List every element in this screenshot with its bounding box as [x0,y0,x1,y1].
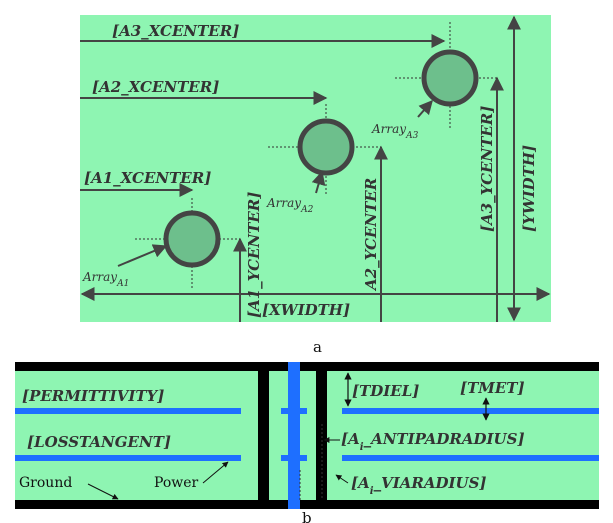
antipad-radius-label: [Ai_ANTIPADRADIUS] [341,430,525,453]
plane-lower-left [15,455,241,461]
stackup-background [15,366,599,506]
via-a2 [268,104,381,195]
ywidth-label: [YWIDTH] [520,145,538,232]
array-a3-label: ArrayA3 [371,122,419,141]
power-pointer [202,461,229,484]
a1-ycenter-label: [A1_YCENTER] [245,192,263,318]
via-pad-upper [281,408,307,414]
array-a1-label: ArrayA1 [82,270,129,289]
a3-ycenter-label: [A3_YCENTER] [478,106,496,232]
top-metal-layer [15,362,599,371]
via-a1 [135,198,240,290]
via-radius-label: [Ai_VIARADIUS] [351,474,487,497]
losstangent-label: [LOSSTANGENT] [27,433,171,451]
array-a3-pointer [417,99,433,118]
via-barrel [288,362,300,509]
via-pad-lower [281,455,307,461]
caption-b: b [302,509,312,523]
array-a1-pointer [117,244,168,267]
plane-upper-right [342,408,599,414]
power-label: Power [154,475,199,491]
plane-upper-left [15,408,241,414]
a3-xcenter-label: [A3_XCENTER] [112,22,239,40]
diagram-b: [PERMITTIVITY] [LOSSTANGENT] Ground Powe… [15,362,599,523]
tmet-label: [TMET] [460,379,525,397]
via-a3 [395,22,497,128]
ground-pointer [87,483,119,500]
antipad-right-wall [316,362,327,509]
xwidth-label: [XWIDTH] [262,301,350,319]
array-a2-pointer [311,170,326,194]
ground-label: Ground [19,475,72,491]
antipad-left-wall [258,362,269,509]
diagram-a: [A3_XCENTER] [A2_XCENTER] [A1_XCENTER] [… [80,15,551,356]
plane-lower-right [342,455,599,461]
array-a2-label: ArrayA2 [266,196,314,215]
bottom-metal-layer [15,500,599,509]
via-radius-pointer [335,474,349,484]
permittivity-label: [PERMITTIVITY] [22,387,164,405]
a1-xcenter-label: [A1_XCENTER] [84,169,211,187]
a2-xcenter-label: [A2_XCENTER] [92,78,219,96]
a2-ycenter-label: A2_YCENTER [362,178,380,292]
caption-a: a [313,338,322,356]
tdiel-label: [TDIEL] [352,382,419,400]
